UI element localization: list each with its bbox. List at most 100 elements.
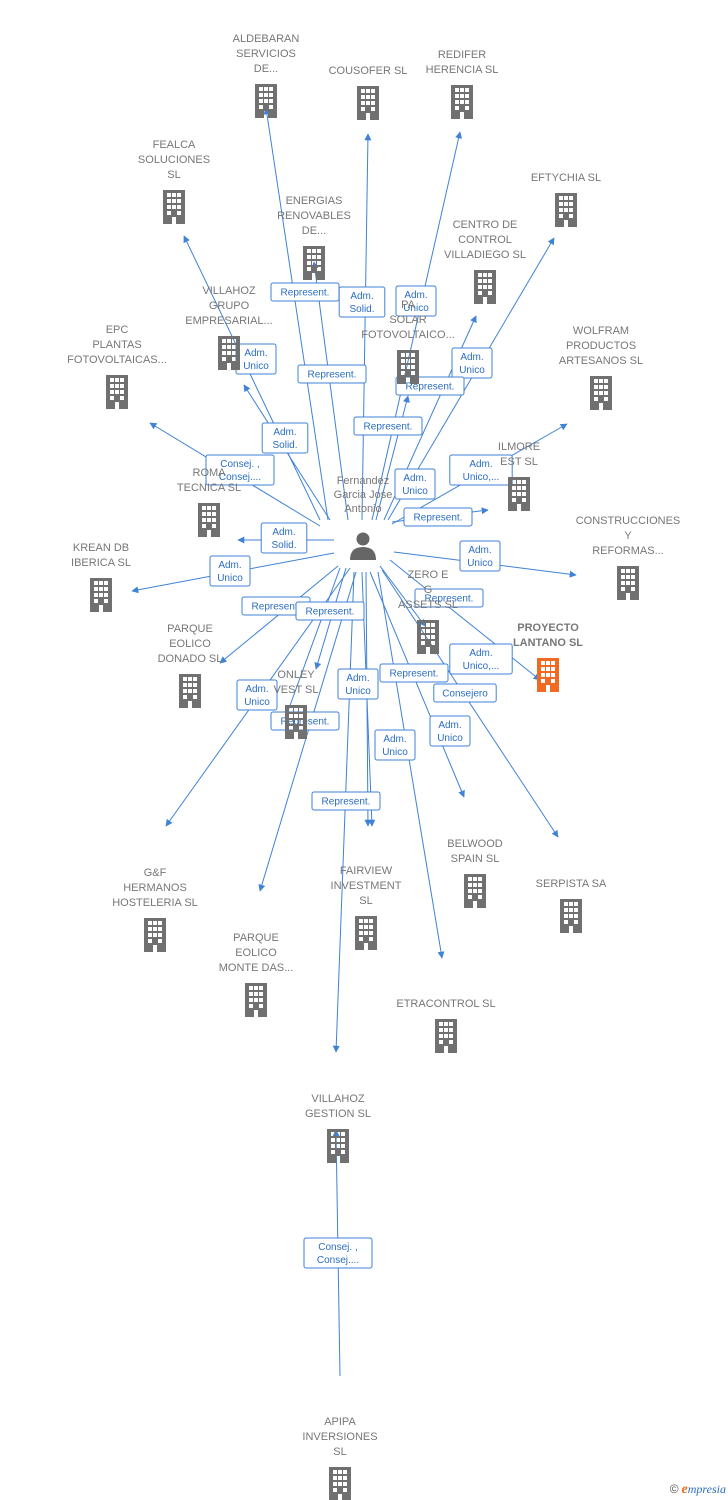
company-node-parque-solar[interactable]: PASOLARFOTOVOLTAICO... (361, 299, 455, 384)
company-node-villahoz-grupo[interactable]: VILLAHOZGRUPOEMPRESARIAL... (185, 285, 273, 370)
role-label-r17[interactable]: Represent. (241, 596, 311, 616)
company-node-energias[interactable]: ENERGIASRENOVABLESDE... (277, 195, 351, 280)
company-label: ONLEY (277, 669, 315, 681)
company-node-eftychia[interactable]: EFTYCHIA SL (531, 172, 601, 227)
role-label-r23[interactable]: Represent. (379, 663, 449, 683)
company-node-cousofer[interactable]: COUSOFER SL (329, 65, 408, 120)
role-text: Solid. (349, 304, 374, 315)
role-label-r7[interactable]: Represent. (395, 376, 465, 396)
role-label-r11[interactable]: Adm.Unico,... (449, 454, 513, 486)
role-label-r15[interactable]: Adm.Unico (209, 555, 251, 587)
role-label-r4[interactable]: Adm. Unico (235, 343, 277, 375)
building-icon (255, 84, 277, 118)
role-text: Adm. (346, 673, 369, 684)
company-label: ZERO E (408, 569, 449, 581)
role-text: Unico (243, 361, 269, 372)
company-node-serpista[interactable]: SERPISTA SA (536, 878, 607, 933)
role-label-r19[interactable]: Represent. (414, 588, 484, 608)
relation-edge (369, 571, 465, 798)
role-box-outline (209, 555, 251, 587)
building-icon (355, 916, 377, 950)
company-label: CENTRO DE (453, 219, 518, 231)
role-text: Unico (244, 697, 270, 708)
role-text: Represent. (322, 797, 371, 808)
company-label: ROMA (193, 467, 227, 479)
role-label-r13[interactable]: Adm.Solid. (260, 522, 308, 554)
building-icon (90, 578, 112, 612)
role-label-r5[interactable]: Adm.Unico (451, 347, 493, 379)
role-label-r21[interactable]: Adm. Unico (236, 679, 278, 711)
role-label-r25[interactable]: Consejero (433, 683, 497, 703)
company-node-construcciones[interactable]: CONSTRUCCIONESYREFORMAS... (576, 515, 681, 600)
role-text: Adm. (245, 684, 268, 695)
role-label-r6[interactable]: Represent. (297, 364, 367, 384)
company-label: VILLAHOZ (202, 285, 255, 297)
company-label: SL (333, 1446, 346, 1458)
company-node-aldebaran[interactable]: ALDEBARANSERVICIOSDE... (233, 33, 300, 118)
empresia-logo: © empresia (670, 1482, 726, 1498)
role-box-outline (261, 422, 309, 454)
role-label-r10[interactable]: Consej. ,Consej.... (205, 454, 275, 486)
company-label: EFTYCHIA SL (531, 172, 601, 184)
company-label: PARQUE (233, 932, 279, 944)
company-label: RENOVABLES (277, 210, 351, 222)
company-node-epc[interactable]: EPCPLANTASFOTOVOLTAICAS... (67, 324, 167, 409)
role-label-r8[interactable]: Adm.Solid. (261, 422, 309, 454)
company-label: PROYECTO (517, 622, 579, 634)
role-label-r27[interactable]: Adm.Unico (374, 729, 416, 761)
relation-edge (263, 107, 329, 521)
building-icon (327, 1129, 349, 1163)
role-label-r18[interactable]: Represent. (295, 601, 365, 621)
role-text: Adm. (403, 473, 426, 484)
building-icon (245, 983, 267, 1017)
company-label: IBERICA SL (71, 557, 131, 569)
role-label-r22[interactable]: Adm.Unico (337, 668, 379, 700)
role-label-r1[interactable]: Represent. (270, 282, 340, 302)
role-text: Unico (382, 747, 408, 758)
building-icon (435, 1019, 457, 1053)
relation-edge (379, 565, 426, 627)
role-text: Solid. (272, 440, 297, 451)
company-label: ETRACONTROL SL (396, 998, 495, 1010)
company-node-etracontrol[interactable]: ETRACONTROL SL (396, 998, 496, 1053)
company-label: Y (624, 530, 632, 542)
company-label: SERPISTA SA (536, 878, 607, 890)
role-box-outline (260, 522, 308, 554)
building-icon (508, 477, 530, 511)
role-label-r29[interactable]: Consej. ,Consej.... (303, 1237, 373, 1269)
role-label-r9[interactable]: Represent. (353, 416, 423, 436)
company-label: EPC (106, 324, 129, 336)
role-label-r12[interactable]: Adm.Unico (394, 468, 436, 500)
role-label-r20[interactable]: Adm.Unico,... (449, 643, 513, 675)
role-label-r3[interactable]: Adm.Unico (395, 285, 437, 317)
company-node-krean[interactable]: KREAN DB IBERICA SL (71, 542, 131, 612)
role-text: Represent. (281, 288, 330, 299)
role-label-r2[interactable]: Adm.Solid. (338, 286, 386, 318)
role-label-r26[interactable]: Adm.Unico (429, 715, 471, 747)
relation-edge (332, 571, 355, 1053)
role-box-outline (433, 683, 497, 703)
role-label-r14[interactable]: Represent. (403, 507, 473, 527)
role-label-r28[interactable]: Represent. (311, 791, 381, 811)
role-label-r16[interactable]: Adm.Unico (459, 540, 501, 572)
company-label: KREAN DB (73, 542, 129, 554)
role-text: Adm. (244, 348, 267, 359)
person-name: Garcia Jose (334, 489, 393, 501)
